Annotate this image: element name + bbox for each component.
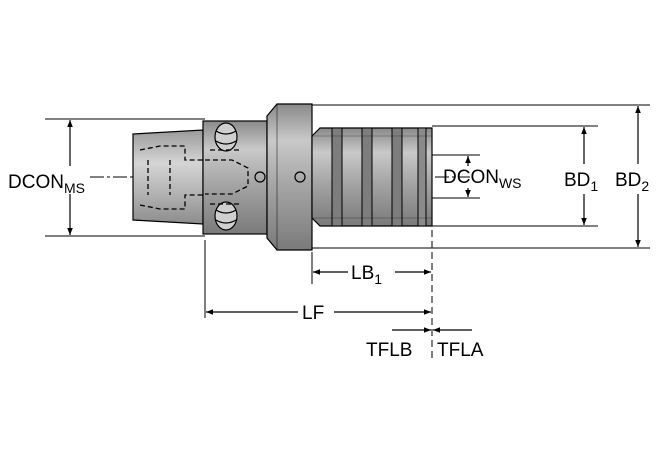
pin-hole-1	[254, 171, 266, 183]
cylinder-grooves	[331, 127, 427, 227]
clamp-screw-top	[214, 122, 238, 152]
shank-taper	[132, 129, 204, 225]
label-bd2: BD2	[615, 170, 649, 194]
label-tflb: TFLB	[366, 340, 412, 361]
extension-lines	[45, 104, 650, 360]
label-lf: LF	[302, 303, 324, 324]
label-lb1: LB1	[351, 263, 382, 287]
clamp-hidden-lines	[205, 149, 249, 205]
label-tfla: TFLA	[437, 340, 484, 361]
pin-hole-2	[294, 171, 306, 183]
shank-hidden-lines	[139, 145, 205, 210]
label-dcon-ws: DCONWS	[443, 167, 522, 191]
label-bd1: BD1	[564, 170, 598, 194]
tool-body	[132, 103, 433, 251]
label-dcon-ms: DCONMS	[8, 172, 85, 196]
clamp-screw-bottom	[214, 201, 238, 231]
dimension-lines	[67, 106, 641, 333]
